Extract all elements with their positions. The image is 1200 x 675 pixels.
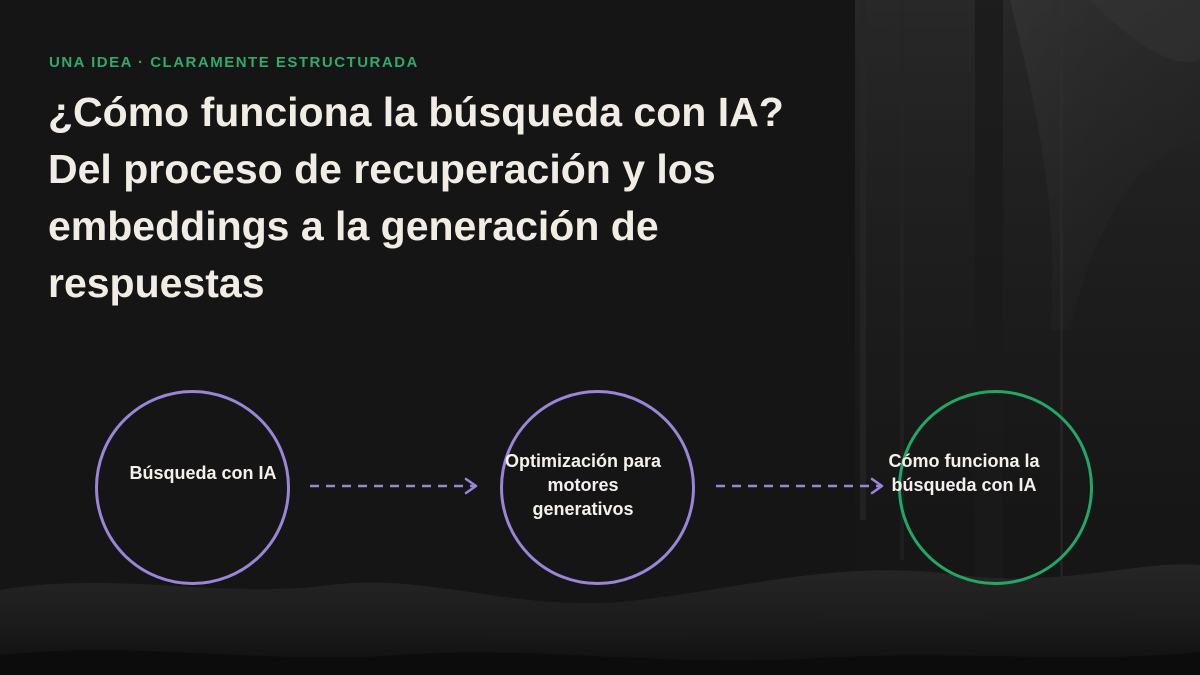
node-circle — [95, 390, 290, 585]
node-label: Búsqueda con IA — [129, 463, 277, 483]
node-circle — [898, 390, 1093, 585]
flow-arrow — [310, 477, 478, 495]
slide-title: ¿Cómo funciona la búsqueda con IA? Del p… — [48, 89, 784, 306]
flow-arrow — [716, 477, 884, 495]
node-circle — [500, 390, 695, 585]
node-label: Optimización para motores generativos — [504, 451, 662, 519]
node-label: Cómo funciona la búsqueda con IA — [888, 451, 1040, 495]
background-hills — [0, 564, 1200, 675]
eyebrow-label: UNA IDEA · CLARAMENTE ESTRUCTURADA — [49, 54, 419, 71]
